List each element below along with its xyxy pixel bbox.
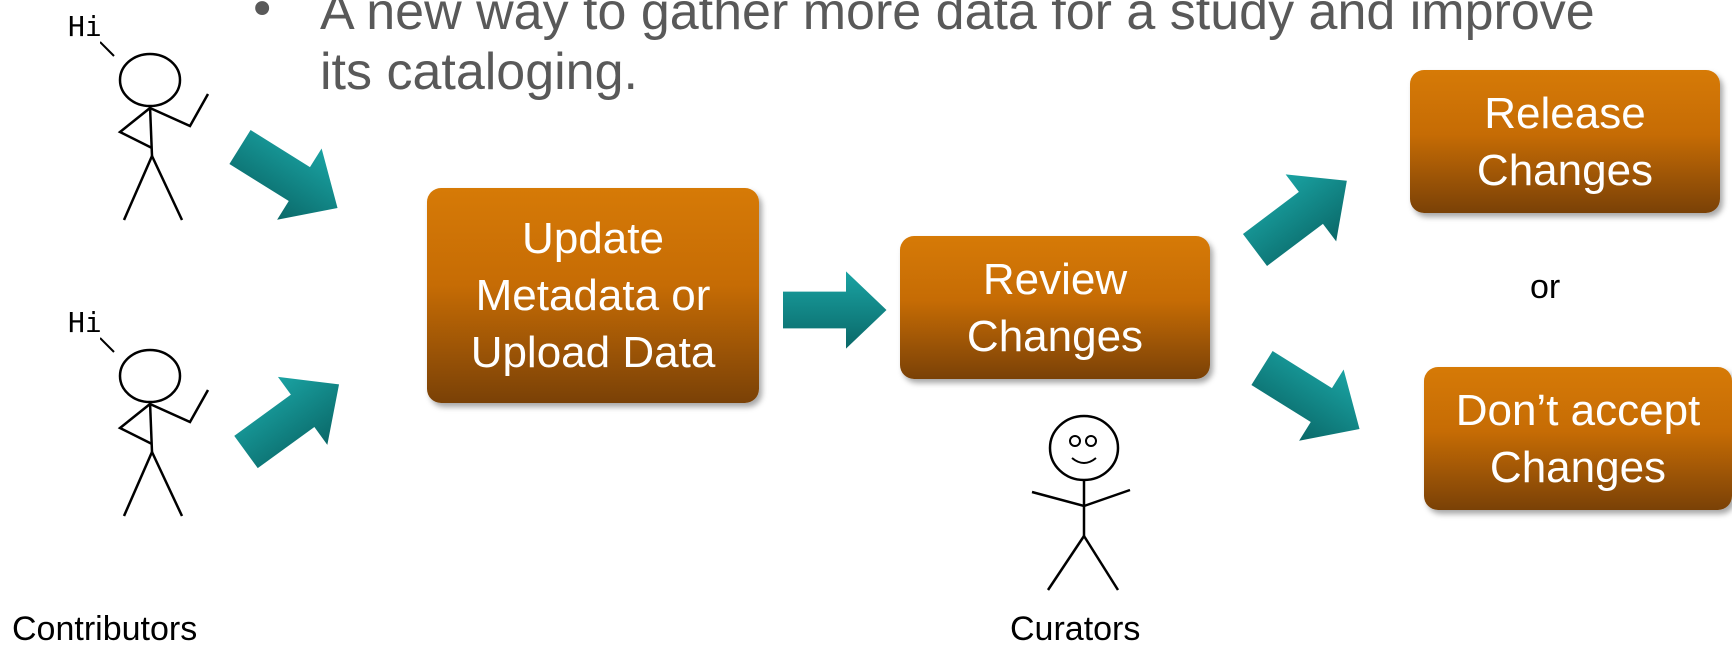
arrow-update-to-review: [783, 271, 887, 349]
greeting-text-2: Hi: [68, 306, 102, 339]
arrow-contributor2-to-update: [221, 350, 364, 486]
contributor-figure-2: [100, 332, 220, 522]
reject-box-line-2: Changes: [1489, 442, 1667, 492]
arrow-contributor1-to-update: [217, 111, 360, 244]
greeting-text-1: Hi: [68, 10, 102, 43]
review-changes-box: Review Changes: [900, 236, 1210, 379]
update-box-line-3: Upload Data: [470, 328, 716, 377]
curators-label: Curators: [1010, 610, 1141, 648]
arrow-review-to-release: [1229, 147, 1373, 284]
review-box-line-2: Changes: [966, 311, 1144, 361]
headline-text: A new way to gather more data for a stud…: [320, 0, 1720, 102]
release-box-line-1: Release: [1484, 88, 1646, 138]
contributor-figure-1: [100, 36, 220, 226]
update-metadata-box: Update Metadata or Upload Data: [427, 188, 759, 403]
release-changes-box: Release Changes: [1410, 70, 1720, 213]
update-box-line-2: Metadata or: [475, 271, 711, 320]
reject-box-line-1: Don’t accept: [1455, 385, 1701, 435]
headline-line-2: its cataloging.: [320, 43, 638, 101]
bullet-marker: •: [248, 0, 277, 38]
arrow-review-to-reject: [1239, 332, 1382, 465]
update-box-line-1: Update: [522, 214, 664, 263]
release-box-line-2: Changes: [1476, 145, 1654, 195]
headline-line-1: A new way to gather more data for a stud…: [320, 0, 1595, 41]
reject-changes-box: Don’t accept Changes: [1424, 367, 1732, 510]
review-box-line-1: Review: [982, 254, 1128, 304]
curator-figure: [1028, 414, 1138, 594]
contributors-label: Contributors: [12, 610, 198, 648]
or-label: or: [1530, 268, 1561, 306]
